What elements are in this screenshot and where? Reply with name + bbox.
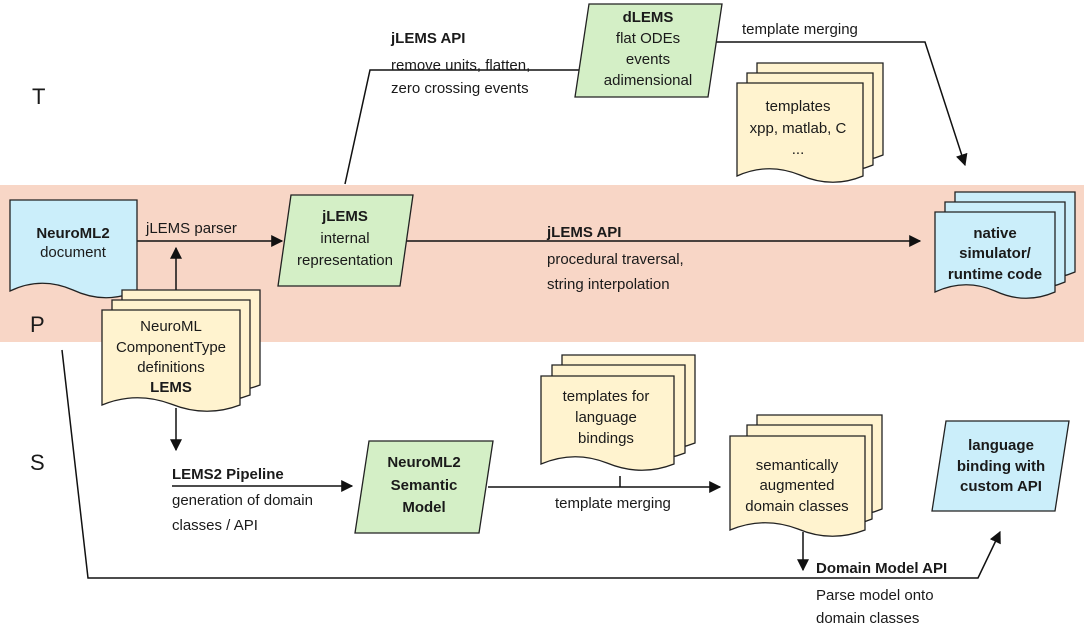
node-jlems-internal: jLEMS internal representation	[277, 194, 414, 287]
svg-text:adimensional: adimensional	[604, 72, 692, 89]
svg-text:xpp, matlab, C: xpp, matlab, C	[750, 120, 847, 137]
node-dlems: dLEMS flat ODEs events adimensional	[574, 3, 723, 98]
svg-text:domain classes: domain classes	[745, 498, 848, 515]
label-template-merging-bottom: template merging	[555, 495, 671, 512]
svg-text:LEMS: LEMS	[150, 379, 192, 396]
label-domain-model-api-line1: Parse model onto	[816, 587, 934, 604]
svg-text:semantically: semantically	[756, 457, 839, 474]
lane-label-t: T	[32, 84, 45, 109]
svg-text:bindings: bindings	[578, 430, 634, 447]
svg-text:runtime code: runtime code	[948, 266, 1042, 283]
svg-text:ComponentType: ComponentType	[116, 339, 226, 356]
node-templates-bindings: templates for language bindings	[540, 354, 696, 471]
svg-text:NeuroML2: NeuroML2	[36, 225, 109, 242]
svg-text:...: ...	[792, 141, 805, 158]
svg-text:flat ODEs: flat ODEs	[616, 30, 680, 47]
node-native-code: native simulator/ runtime code	[934, 191, 1076, 299]
node-semantic-model: NeuroML2 Semantic Model	[354, 440, 494, 534]
svg-text:language: language	[968, 437, 1034, 454]
label-jlems-parser: jLEMS parser	[145, 220, 237, 237]
svg-text:custom API: custom API	[960, 478, 1042, 495]
edge-template-merging-top	[713, 41, 968, 167]
label-jlems-api-top-line2: zero crossing events	[391, 80, 529, 97]
node-language-binding: language binding with custom API	[931, 420, 1070, 512]
label-lems2-pipeline-line1: generation of domain	[172, 492, 313, 509]
svg-text:internal: internal	[320, 230, 369, 247]
svg-text:augmented: augmented	[759, 477, 834, 494]
label-jlems-api-top-line1: remove units, flatten,	[391, 57, 530, 74]
label-domain-model-api-line2: domain classes	[816, 610, 919, 627]
label-jlems-api-top-title: jLEMS API	[390, 30, 465, 47]
svg-text:simulator/: simulator/	[959, 245, 1032, 262]
label-jlems-api-mid-title: jLEMS API	[546, 224, 621, 241]
svg-text:Model: Model	[402, 499, 445, 516]
node-componenttype: NeuroML ComponentType definitions LEMS	[101, 289, 261, 412]
label-lems2-pipeline-title: LEMS2 Pipeline	[172, 466, 284, 483]
svg-text:document: document	[40, 244, 107, 261]
node-augmented-classes: semantically augmented domain classes	[729, 414, 883, 537]
svg-text:jLEMS: jLEMS	[321, 208, 368, 225]
lane-label-p: P	[30, 312, 45, 337]
svg-text:definitions: definitions	[137, 359, 205, 376]
svg-text:NeuroML2: NeuroML2	[387, 454, 460, 471]
label-jlems-api-mid-line2: string interpolation	[547, 276, 670, 293]
edge-domain-model-api	[61, 349, 1001, 579]
svg-text:language: language	[575, 409, 637, 426]
svg-text:dLEMS: dLEMS	[623, 9, 674, 26]
edge-jlems-to-dlems	[344, 69, 605, 185]
svg-text:templates for: templates for	[563, 388, 650, 405]
svg-text:Semantic: Semantic	[391, 477, 458, 494]
node-neuroml-document: NeuroML2 document	[9, 199, 138, 299]
svg-text:binding with: binding with	[957, 458, 1045, 475]
label-template-merging-top: template merging	[742, 21, 858, 38]
lane-label-s: S	[30, 450, 45, 475]
node-templates-top: templates xpp, matlab, C ...	[736, 62, 884, 183]
svg-text:NeuroML: NeuroML	[140, 318, 202, 335]
svg-text:native: native	[973, 225, 1016, 242]
svg-text:events: events	[626, 51, 670, 68]
label-lems2-pipeline-line2: classes / API	[172, 517, 258, 534]
svg-text:templates: templates	[765, 98, 830, 115]
label-domain-model-api-title: Domain Model API	[816, 560, 947, 577]
label-jlems-api-mid-line1: procedural traversal,	[547, 251, 684, 268]
svg-text:representation: representation	[297, 252, 393, 269]
